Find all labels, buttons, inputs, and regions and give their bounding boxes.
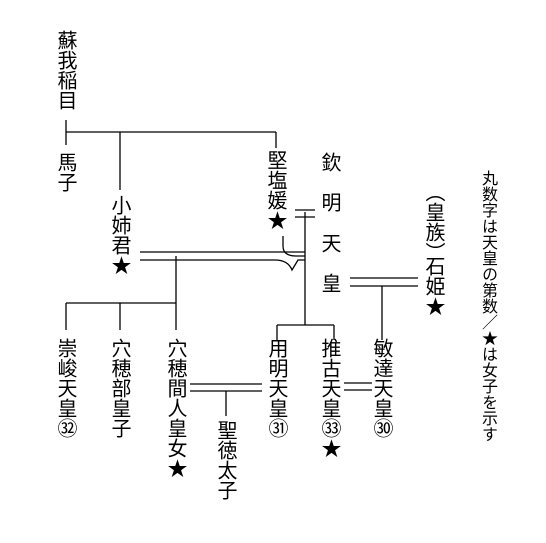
legend-note: 丸数字は天皇の第数／★は女子を示す [479,170,498,442]
emperor-yomei: 用明天皇㉛ [265,338,289,438]
emperor-sushun: 崇峻天皇㉜ [54,338,78,438]
soga-no-umako: 馬子 [54,152,78,192]
soga-no-iname: 蘇我稲目 [54,30,78,110]
kinmei-char-1: 欽 [318,152,342,172]
kinmei-char-2: 明 [318,192,342,212]
empress-suiko: 推古天皇㉝★ [318,338,342,458]
kinmei-char-4: 皇 [318,273,342,293]
prince-shotoku: 聖徳太子 [214,420,238,500]
anahobe-hashihito-princess: 穴穂間人皇女★ [164,338,188,478]
ishihime-clan-note: （皇族） [422,182,446,262]
anahobe-prince: 穴穂部皇子 [108,338,132,438]
oane-no-kimi: 小姉君★ [108,195,132,275]
ishihime: 石姫★ [422,256,446,316]
kitashihime: 堅塩媛★ [264,150,288,230]
emperor-bidatsu: 敏達天皇㉚ [370,338,394,438]
kinmei-char-3: 天 [318,233,342,253]
